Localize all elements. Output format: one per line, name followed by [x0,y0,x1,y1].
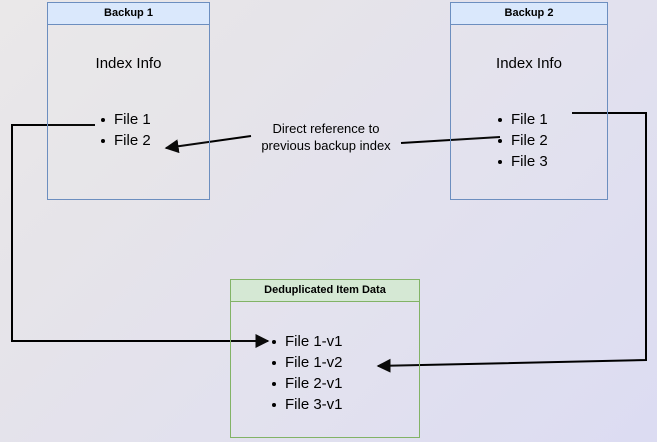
edge-label-line-1: Direct reference to [272,121,380,136]
node-backup-2[interactable]: Backup 2 Index Info File 1 File 2 File 3 [450,2,608,200]
list-item: File 3-v1 [271,394,343,415]
node-deduplicated-item-data-file-list: File 1-v1 File 1-v2 File 2-v1 File 3-v1 [271,331,343,415]
node-backup-2-file-list: File 1 File 2 File 3 [497,109,548,172]
node-deduplicated-item-data[interactable]: Deduplicated Item Data File 1-v1 File 1-… [230,279,420,438]
node-backup-2-body: Index Info File 1 File 2 File 3 [451,25,607,199]
node-backup-1-file-list: File 1 File 2 [100,109,151,151]
node-backup-1-header: Backup 1 [48,3,209,25]
list-item: File 1 [497,109,548,130]
list-item: File 1-v1 [271,331,343,352]
node-deduplicated-item-data-header: Deduplicated Item Data [231,280,419,302]
list-item: File 2 [497,130,548,151]
node-backup-2-header: Backup 2 [451,3,607,25]
node-backup-2-subtitle: Index Info [496,55,562,72]
node-backup-1-subtitle: Index Info [95,55,162,72]
list-item: File 2 [100,130,151,151]
list-item: File 1-v2 [271,352,343,373]
node-backup-1[interactable]: Backup 1 Index Info File 1 File 2 [47,2,210,200]
node-backup-1-body: Index Info File 1 File 2 [48,25,209,199]
list-item: File 2-v1 [271,373,343,394]
edge-label-line-2: previous backup index [261,138,391,153]
node-deduplicated-item-data-body: File 1-v1 File 1-v2 File 2-v1 File 3-v1 [231,302,419,437]
list-item: File 3 [497,151,548,172]
list-item: File 1 [100,109,151,130]
edge-label-direct-reference: Direct reference to previous backup inde… [246,120,406,154]
